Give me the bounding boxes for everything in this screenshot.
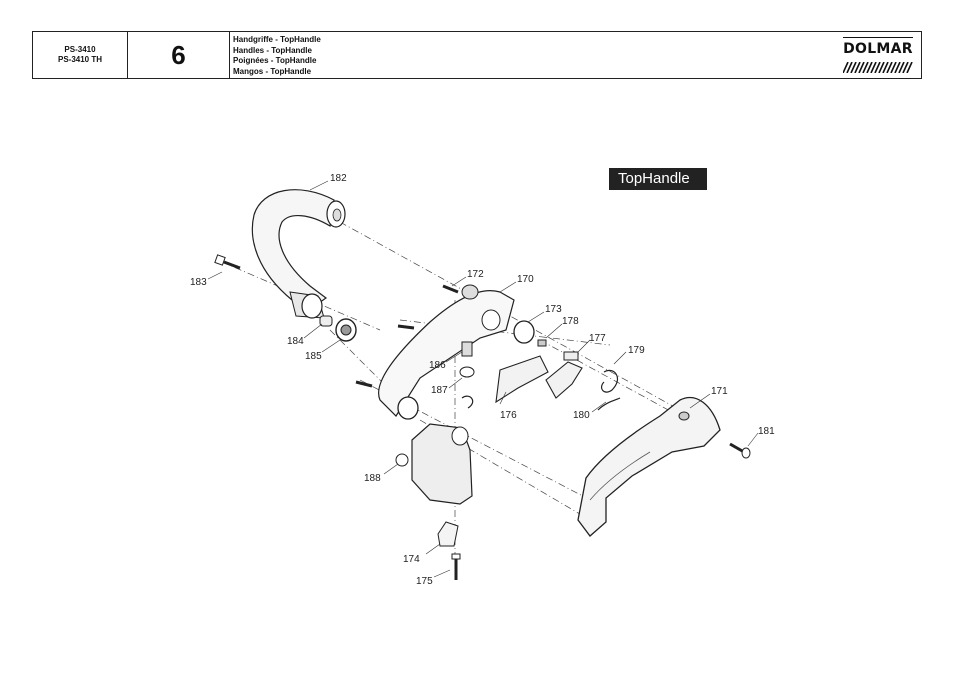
logo-stripes-icon	[843, 62, 913, 73]
tophandle-tag: TopHandle	[609, 168, 707, 190]
leader-lines	[207, 180, 759, 578]
throttle-trigger-part	[495, 355, 549, 404]
throttle-lock-part	[537, 339, 583, 399]
callout-170: 170	[517, 274, 534, 285]
model-name: PS-3410 TH	[57, 55, 103, 64]
logo-rule	[843, 37, 913, 38]
callout-173: 173	[545, 304, 562, 315]
bolt-part	[214, 254, 241, 270]
parts-header: PS-3410 PS-3410 TH 6 Handgriffe - TopHan…	[32, 31, 922, 79]
title-es: Mangos - TopHandle	[233, 66, 312, 76]
spring-parts	[597, 369, 621, 411]
rear-bolt-part	[729, 442, 751, 459]
callout-188: 188	[364, 473, 381, 484]
title-en: Handles - TopHandle	[233, 45, 312, 55]
callout-186: 186	[429, 360, 446, 371]
front-handle-part	[251, 189, 346, 319]
callout-183: 183	[190, 277, 207, 288]
section-titles: Handgriffe - TopHandle Handles - TopHand…	[230, 32, 630, 78]
spring-pin-parts	[459, 341, 475, 409]
callout-180: 180	[573, 410, 590, 421]
bushing-parts	[319, 315, 357, 342]
brand-name: DOLMAR	[843, 41, 913, 57]
callout-187: 187	[431, 385, 448, 396]
callout-176: 176	[500, 410, 517, 421]
callout-171: 171	[711, 386, 728, 397]
model-cell: PS-3410 PS-3410 TH	[33, 32, 128, 78]
callout-172: 172	[467, 269, 484, 280]
callout-175: 175	[416, 576, 433, 587]
callout-181: 181	[758, 426, 775, 437]
callout-179: 179	[628, 345, 645, 356]
callout-178: 178	[562, 316, 579, 327]
lower-housing-part	[395, 423, 473, 505]
handle-bracket-part	[355, 284, 535, 420]
callout-185: 185	[305, 351, 322, 362]
callout-182: 182	[330, 173, 347, 184]
callout-184: 184	[287, 336, 304, 347]
section-number: 6	[128, 32, 230, 78]
brand-logo: DOLMAR	[841, 36, 915, 76]
title-de: Handgriffe - TopHandle	[233, 35, 321, 44]
rear-handle-part	[577, 396, 721, 537]
callout-174: 174	[403, 554, 420, 565]
title-fr: Poignées - TopHandle	[233, 56, 317, 65]
model-name: PS-3410	[64, 45, 96, 54]
callout-177: 177	[589, 333, 606, 344]
clamp-parts	[437, 521, 461, 580]
